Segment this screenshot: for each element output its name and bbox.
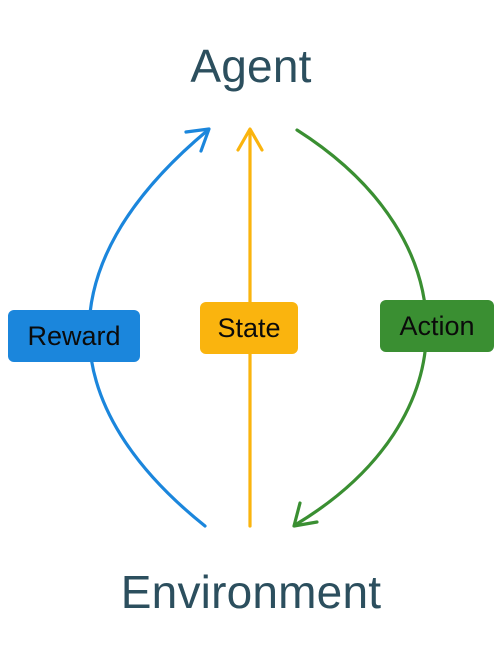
environment-node-title: Environment [120,566,382,618]
state-label: State [200,302,298,354]
action-label: Action [380,300,494,352]
agent-node-title: Agent [190,40,312,92]
reward-label: Reward [8,310,140,362]
